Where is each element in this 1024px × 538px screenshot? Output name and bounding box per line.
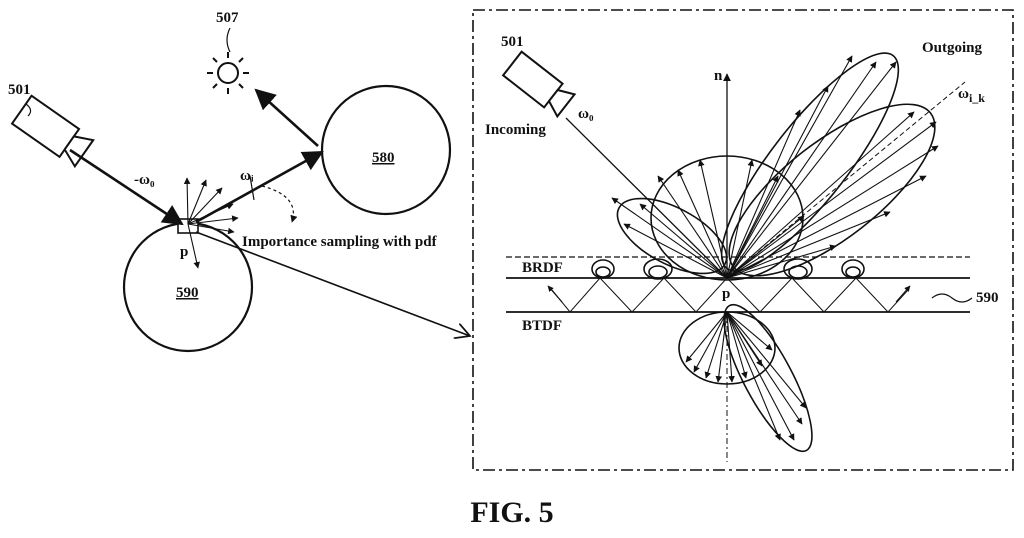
normal-label: n [714,68,723,84]
omega-ik-label: ωi_k [958,86,985,105]
omega-o-label: ω₀ [578,106,594,122]
brdf-label: BRDF [522,260,563,276]
light-label: 507 [216,10,239,26]
surface-ref-leader [932,294,972,302]
ray-camera-to-p [70,150,182,224]
point-p-right-label: p [722,286,730,302]
incoming-label: Incoming [485,122,546,138]
light-icon [207,52,249,94]
surface-ref-label: 590 [976,290,999,306]
sphere-590-label: 590 [176,285,199,301]
transmission-rays [686,312,806,440]
brdf-lobes [606,32,960,305]
importance-arrow [262,186,293,222]
camera-left-label: 501 [8,82,31,98]
btdf-lobes [679,294,828,461]
btdf-label: BTDF [522,318,562,334]
camera-right-icon [503,52,575,118]
point-p-left-label: p [180,244,188,260]
figure-caption: FIG. 5 [470,496,553,529]
outgoing-label: Outgoing [922,40,983,56]
ray-580-to-light [256,90,318,146]
zigzag-left-arrow [548,286,562,302]
omega-i-label: ωᵢ [240,168,254,184]
camera-right-label: 501 [501,34,524,50]
importance-sampling-label: Importance sampling with pdf [242,234,438,250]
reflection-rays [612,56,938,278]
zigzag-right-arrow [896,286,910,302]
sphere-580-label: 580 [372,150,395,166]
light-leader [227,28,230,52]
neg-omega-o-label: -ω₀ [134,172,155,188]
